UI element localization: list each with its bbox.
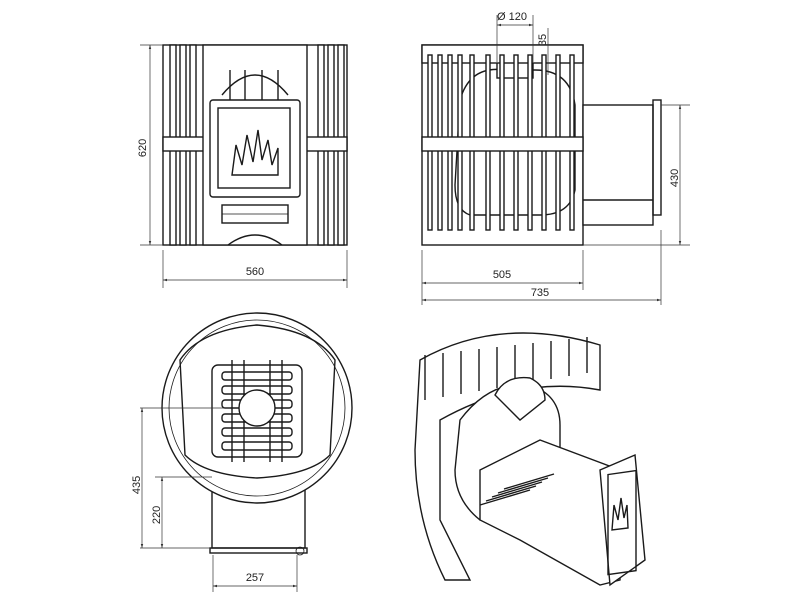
flame-emblem-icon [231,129,279,176]
dimension-735: 735 [531,287,549,299]
dimension-435: 435 [131,476,143,494]
grate-bar [479,489,531,506]
grate-bar [485,485,537,502]
isometric-view [414,332,646,587]
grill-rib [221,441,293,451]
dimension-257: 257 [246,572,264,584]
grill-rib [221,427,293,437]
grate-bar [497,477,549,494]
dimension-620: 620 [137,139,149,157]
side-view [421,44,662,246]
dimension-chimney-diameter: Ø 120 [497,11,527,23]
dimension-220: 220 [151,506,163,524]
iso-flame-emblem-icon [611,497,629,531]
top-view [161,312,353,556]
grate-bar [503,473,555,490]
dimension-35: 35 [537,34,549,46]
side-dimensions: Ø 120 35 430 505 735 [421,11,690,305]
dimension-560: 560 [246,266,264,278]
grill-rib [221,371,293,381]
top-dimensions: 435 220 257 [131,407,298,592]
chimney-opening [238,389,276,427]
dimension-430: 430 [669,169,681,187]
front-dimensions: 620 560 [137,44,348,288]
grate-bar [491,481,543,498]
dimension-505: 505 [493,269,511,281]
front-view [162,44,348,246]
